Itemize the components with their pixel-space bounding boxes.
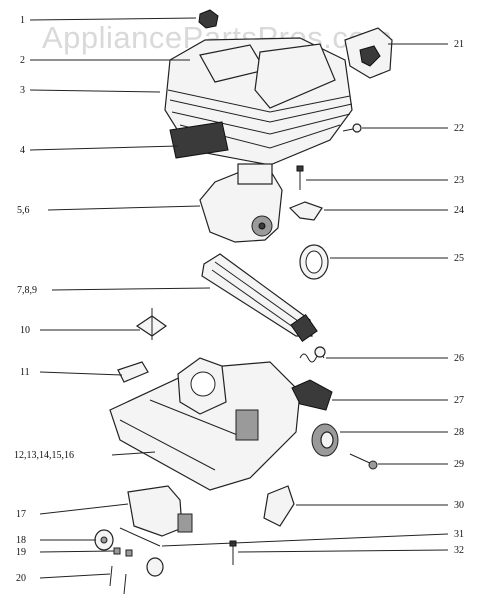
callout-11: 11 <box>20 367 30 378</box>
part-30-bracket <box>263 485 295 527</box>
callout-10: 10 <box>20 325 30 336</box>
callout-28: 28 <box>454 427 464 438</box>
part-21-latch <box>344 27 393 79</box>
part-1-knob <box>198 9 219 29</box>
part-7-8-9-brush-roll <box>201 253 318 343</box>
part-12-16-base-nozzle <box>109 357 301 491</box>
part-20-screws <box>109 557 164 595</box>
part-26-spring <box>299 346 326 363</box>
callout-labels: 1 2 3 4 5,6 7,8,9 10 11 12,13,14,15,16 1… <box>14 15 464 584</box>
part-17-rear-housing <box>127 485 193 537</box>
callout-12-16: 12,13,14,15,16 <box>14 450 74 461</box>
callout-25: 25 <box>454 253 464 264</box>
part-5-6-motor-housing <box>199 163 283 243</box>
callout-5-6: 5,6 <box>17 205 30 216</box>
part-19-clips <box>113 547 133 557</box>
part-25-belt <box>299 244 329 280</box>
callout-26: 26 <box>454 353 464 364</box>
part-10-bracket <box>135 308 168 340</box>
part-27-pedal <box>291 379 333 411</box>
callout-3: 3 <box>20 85 25 96</box>
callout-30: 30 <box>454 500 464 511</box>
callout-17: 17 <box>16 509 26 520</box>
part-22-screw <box>342 123 362 133</box>
part-4-filter-pad <box>169 121 229 159</box>
part-29-axle <box>349 453 378 470</box>
part-28-wheel <box>311 423 339 457</box>
callout-24: 24 <box>454 205 464 216</box>
part-24-clip <box>288 201 323 221</box>
part-18-wheel <box>94 529 114 551</box>
callout-29: 29 <box>454 459 464 470</box>
callout-19: 19 <box>16 547 26 558</box>
callout-20: 20 <box>16 573 26 584</box>
callout-23: 23 <box>454 175 464 186</box>
callout-4: 4 <box>20 145 25 156</box>
callout-7-8-9: 7,8,9 <box>17 285 37 296</box>
part-11-bracket <box>117 361 149 383</box>
part-23-screw <box>296 165 304 190</box>
callout-1: 1 <box>20 15 25 26</box>
callout-27: 27 <box>454 395 464 406</box>
part-32-screw <box>229 540 237 565</box>
callout-18: 18 <box>16 535 26 546</box>
leader-lines <box>29 17 449 579</box>
callout-21: 21 <box>454 39 464 50</box>
callout-32: 32 <box>454 545 464 556</box>
callout-31: 31 <box>454 529 464 540</box>
callout-2: 2 <box>20 55 25 66</box>
part-31-rod <box>119 527 161 547</box>
callout-22: 22 <box>454 123 464 134</box>
